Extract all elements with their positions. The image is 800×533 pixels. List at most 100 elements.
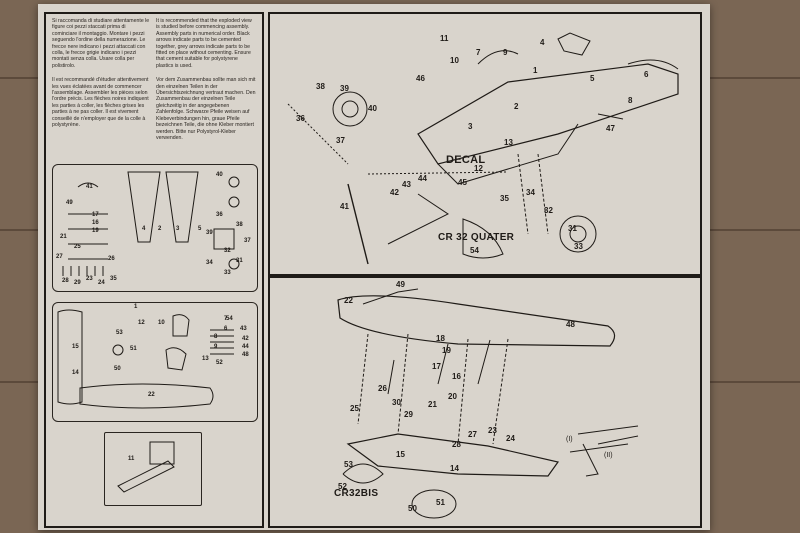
sprue-bottom xyxy=(52,302,258,422)
text-italian-french: Si raccomanda di studiare attentamente l… xyxy=(52,18,152,137)
part-num: 54 xyxy=(470,246,479,255)
part-num: 32 xyxy=(224,248,231,254)
part-num: 49 xyxy=(396,280,405,289)
part-num: 21 xyxy=(428,400,437,409)
fuselage-upper xyxy=(417,63,679,165)
part-num: 2 xyxy=(514,102,519,111)
part-num: 53 xyxy=(344,460,353,469)
upper-drawing-panel xyxy=(268,12,702,276)
instruction-sheet: Si raccomanda di studiare attentamente l… xyxy=(38,4,710,530)
part-num: 31 xyxy=(236,258,243,264)
wheel-pant xyxy=(411,489,457,519)
part-num: 27 xyxy=(56,254,63,260)
text-english-german: It is recommended that the exploded view… xyxy=(156,18,256,149)
text-german: Vor dem Zusammenbau sollte man sich mit … xyxy=(156,77,256,141)
part-num: 54 xyxy=(226,316,233,322)
part-num: 43 xyxy=(402,180,411,189)
part-num: 24 xyxy=(98,280,105,286)
part-num: 44 xyxy=(418,174,427,183)
part-num: 43 xyxy=(240,326,247,332)
part-num: 25 xyxy=(350,404,359,413)
fuselage-half-left xyxy=(127,171,161,243)
part-num: 9 xyxy=(214,344,218,350)
part-num: 6 xyxy=(224,326,228,332)
part-num: 13 xyxy=(504,138,513,147)
part-num: 18 xyxy=(436,334,445,343)
part-num: 36 xyxy=(216,212,223,218)
part-num: 16 xyxy=(452,372,461,381)
part-num: 32 xyxy=(544,206,553,215)
part-num: 25 xyxy=(74,244,81,250)
part-num: 26 xyxy=(108,256,115,262)
part-num: 41 xyxy=(340,202,349,211)
part-num: 12 xyxy=(138,320,145,326)
part-num: 46 xyxy=(416,74,425,83)
part-num: 37 xyxy=(336,136,345,145)
wheel-right xyxy=(559,215,597,253)
part-num: 8 xyxy=(214,334,218,340)
part-num: 34 xyxy=(526,188,535,197)
text-english: It is recommended that the exploded view… xyxy=(156,18,252,69)
part-num: 1 xyxy=(533,66,538,75)
wheel-left xyxy=(332,91,368,127)
part-num: 38 xyxy=(316,82,325,91)
part-num: 35 xyxy=(500,194,509,203)
part-num: 10 xyxy=(450,56,459,65)
part-num: 14 xyxy=(72,370,79,376)
part-num: 9 xyxy=(503,48,508,57)
part-num: 42 xyxy=(242,336,249,342)
part-num: 51 xyxy=(130,346,137,352)
part-num: 11 xyxy=(440,34,449,43)
caption-quater: CR 32 QUATER xyxy=(438,232,515,243)
part-num: 36 xyxy=(296,114,305,123)
part-num: 2 xyxy=(158,226,162,232)
part-num: 47 xyxy=(606,124,615,133)
part-num: 30 xyxy=(392,398,401,407)
part-num: 19 xyxy=(92,228,99,234)
part-num: 51 xyxy=(436,498,445,507)
lower-wing xyxy=(346,433,560,477)
part-num: 16 xyxy=(92,220,99,226)
part-num: 29 xyxy=(74,280,81,286)
part-num: 11 xyxy=(128,456,135,462)
part-num: 33 xyxy=(224,270,231,276)
part-num: 5 xyxy=(590,74,595,83)
part-num: 40 xyxy=(368,104,377,113)
propeller-blade xyxy=(347,183,369,265)
part-num: 23 xyxy=(488,426,497,435)
part-num: 22 xyxy=(148,392,155,398)
upper-wing xyxy=(337,295,616,347)
part-num: 33 xyxy=(574,242,583,251)
text-french: Il est recommandé d'étudier attentivemen… xyxy=(52,77,149,129)
exhaust-part xyxy=(117,460,175,493)
part-num: 17 xyxy=(92,212,99,218)
left-panel xyxy=(44,12,264,528)
propeller-part xyxy=(77,182,99,188)
part-num: 35 xyxy=(110,276,117,282)
part-num: 52 xyxy=(216,360,223,366)
part-num: 39 xyxy=(206,230,213,236)
part-num: 1 xyxy=(134,304,138,310)
part-num: 52 xyxy=(338,482,347,491)
part-num: 42 xyxy=(390,188,399,197)
part-num: 40 xyxy=(216,172,223,178)
part-num: 23 xyxy=(86,276,93,282)
propeller-hub xyxy=(387,193,449,245)
part-num: 28 xyxy=(62,278,69,284)
part-num: 48 xyxy=(242,352,249,358)
wing-upper xyxy=(79,383,214,409)
part-num: 34 xyxy=(206,260,213,266)
part-num: 4 xyxy=(142,226,146,232)
part-num: 10 xyxy=(158,320,165,326)
fuselage-half-right xyxy=(165,171,199,243)
part-num: 49 xyxy=(66,200,73,206)
roman-I: (I) xyxy=(566,436,573,443)
part-num: 14 xyxy=(450,464,459,473)
part-num: 19 xyxy=(442,346,451,355)
part-num: 39 xyxy=(340,84,349,93)
part-num: 4 xyxy=(540,38,545,47)
part-num: 15 xyxy=(72,344,79,350)
caption-bis: CR32BIS xyxy=(334,488,379,499)
part-num: 7 xyxy=(224,316,228,322)
part-num: 53 xyxy=(116,330,123,336)
